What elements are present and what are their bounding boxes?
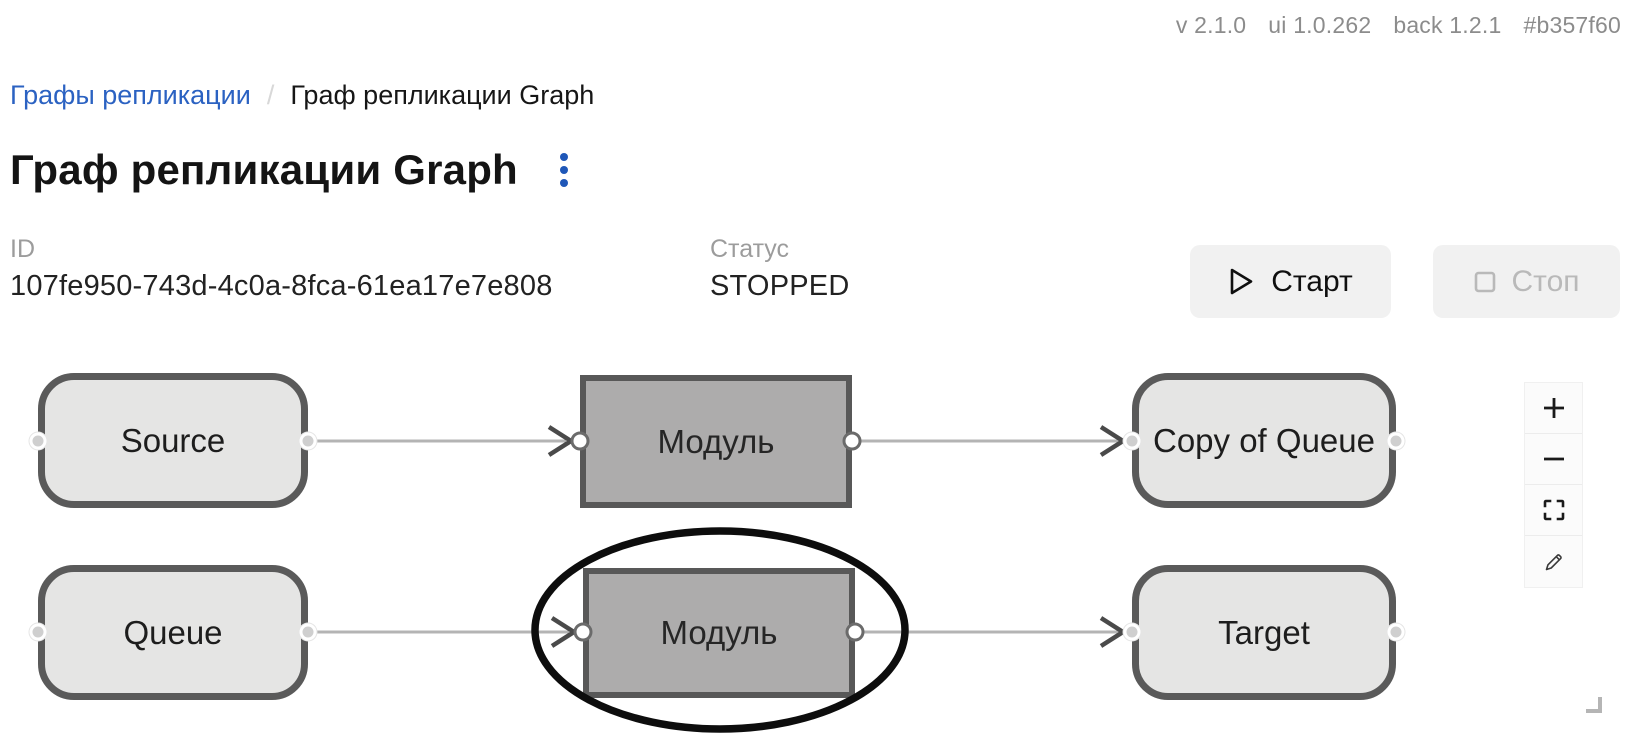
id-label: ID [10,235,35,263]
status-field: Статус STOPPED [710,234,849,303]
arrowhead-icon [1099,425,1128,457]
handle-source-left[interactable] [29,432,47,450]
node-label: Queue [123,613,223,651]
kebab-menu-icon[interactable] [552,147,576,193]
kebab-dot [559,153,568,161]
handle-source-right[interactable] [299,432,317,450]
fit-view-button[interactable] [1525,485,1582,536]
status-label: Статус [710,235,790,263]
start-button[interactable]: Старт [1190,245,1391,318]
version-info: v 2.1.0 ui 1.0.262 back 1.2.1 #b357f60 [1176,12,1621,39]
handle-module1-left[interactable] [570,431,590,451]
stop-button[interactable]: Стоп [1433,245,1620,318]
arrowhead-icon [547,425,576,457]
handle-target-left[interactable] [1123,623,1141,641]
handle-queue-left[interactable] [29,623,47,641]
plus-icon [1541,395,1567,421]
graph-node-target[interactable]: Target [1132,565,1396,700]
status-value: STOPPED [710,270,850,302]
graph-node-copy-of-queue[interactable]: Copy of Queue [1132,373,1396,508]
node-label: Модуль [660,614,778,651]
node-label: Target [1218,613,1310,651]
node-label: Source [120,421,226,459]
start-button-label: Старт [1271,264,1353,298]
app-version: v 2.1.0 [1175,12,1247,38]
breadcrumb-link-graphs[interactable]: Графы репликации [10,80,251,110]
minus-icon [1541,446,1567,472]
edit-button[interactable] [1525,536,1582,587]
ui-version: ui 1.0.262 [1268,12,1372,38]
handle-target-right[interactable] [1387,623,1405,641]
build-hash: #b357f60 [1523,12,1621,38]
breadcrumb-separator: / [266,80,275,110]
breadcrumb-current: Граф репликации Graph [290,80,595,110]
graph-node-queue[interactable]: Queue [38,565,308,700]
canvas-controls [1525,383,1582,587]
stop-icon [1474,271,1496,293]
canvas-resize-corner[interactable] [1586,697,1602,713]
arrowhead-icon [1099,616,1128,648]
zoom-in-button[interactable] [1525,383,1582,434]
node-label: Copy of Queue [1153,421,1375,459]
handle-module2-right[interactable] [845,622,865,642]
id-field: ID 107fe950-743d-4c0a-8fca-61ea17e7e808 [10,234,553,303]
handle-copyofqueue-left[interactable] [1123,432,1141,450]
stop-button-label: Стоп [1511,264,1580,298]
fit-view-icon [1542,498,1566,522]
graph-node-source[interactable]: Source [38,373,308,508]
pencil-icon [1542,550,1566,574]
play-icon [1228,267,1255,296]
page-title: Граф репликации Graph [10,146,518,193]
title-row: Граф репликации Graph [10,146,576,194]
graph-node-module-2[interactable]: Модуль [583,568,855,698]
node-label: Модуль [657,422,775,460]
handle-module2-left[interactable] [573,622,593,642]
graph-node-module-1[interactable]: Модуль [580,375,852,508]
handle-queue-right[interactable] [299,623,317,641]
breadcrumb: Графы репликации / Граф репликации Graph [10,80,594,111]
kebab-dot [559,166,568,174]
id-value: 107fe950-743d-4c0a-8fca-61ea17e7e808 [10,270,553,302]
zoom-out-button[interactable] [1525,434,1582,485]
back-version: back 1.2.1 [1393,12,1502,38]
handle-copyofqueue-right[interactable] [1387,432,1405,450]
handle-module1-right[interactable] [842,431,862,451]
arrowhead-icon [550,616,579,648]
kebab-dot [559,179,568,187]
